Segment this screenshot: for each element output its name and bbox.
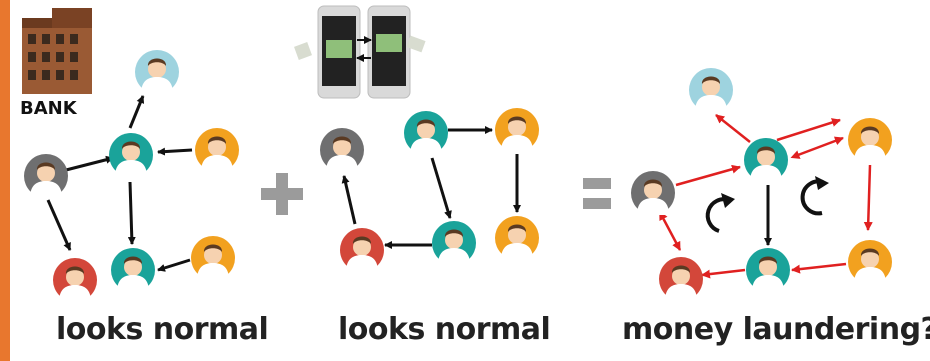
caption-left: looks normal: [56, 312, 269, 347]
person-avatar: [135, 50, 179, 94]
person-avatar: [195, 128, 239, 172]
person-avatar: [848, 118, 892, 162]
person-avatar: [320, 128, 364, 172]
person-avatar: [746, 248, 790, 292]
person-avatar: [744, 138, 788, 182]
left-accent-bar: [0, 0, 10, 361]
bank-label: BANK: [20, 98, 77, 119]
person-avatar: [24, 154, 68, 198]
caption-right: money laundering?: [622, 312, 930, 347]
person-avatar: [659, 257, 703, 301]
plus-icon: [261, 173, 303, 215]
person-avatar: [109, 133, 153, 177]
person-avatar: [495, 108, 539, 152]
person-avatar: [432, 221, 476, 265]
left-graph: [24, 50, 239, 302]
cycle-arrow-icon: [800, 176, 829, 216]
person-avatar: [848, 240, 892, 284]
person-avatar: [689, 68, 733, 112]
right-graph: [631, 68, 892, 301]
money-transfer-phones-icon: [294, 5, 426, 99]
person-avatar: [53, 258, 97, 302]
cycle-arrow-icon: [705, 193, 735, 233]
person-avatar: [404, 111, 448, 155]
caption-middle: looks normal: [338, 312, 551, 347]
bank-building-icon: [18, 8, 98, 120]
person-avatar: [191, 236, 235, 280]
equals-icon: [583, 178, 611, 209]
person-avatar: [631, 171, 675, 215]
person-avatar: [495, 216, 539, 260]
person-avatar: [111, 248, 155, 292]
person-avatar: [340, 228, 384, 272]
middle-graph: [320, 108, 539, 272]
